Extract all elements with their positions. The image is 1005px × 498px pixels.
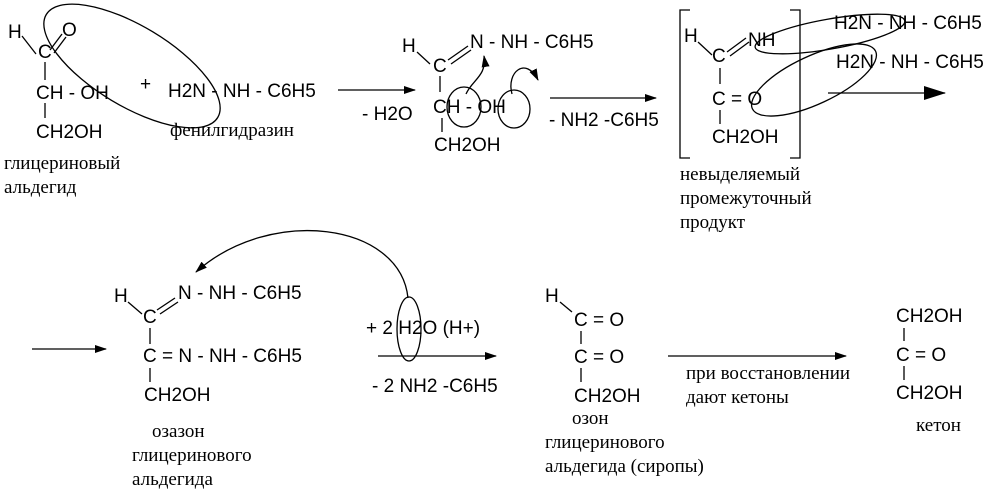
osone-name-line3: альдегида (сиропы) — [545, 456, 704, 477]
h-circle — [446, 86, 482, 128]
hydrazone-n-group: N - NH - C6H5 — [470, 32, 594, 53]
ketone-name: кетон — [916, 415, 961, 436]
glyceraldehyde-name-line1: глицериновый — [4, 153, 120, 174]
osone-co2: C = O — [574, 347, 624, 368]
plus-water-label: + 2 H2O (H+) — [366, 318, 480, 339]
intermediate-ch2oh: CH2OH — [712, 127, 779, 148]
minus-aniline-label: - NH2 -C6H5 — [549, 110, 659, 131]
osazone-name-line1: озазон — [152, 421, 205, 442]
electron-arrow-oh — [510, 67, 539, 95]
osazone-ch2oh: CH2OH — [144, 385, 211, 406]
electron-arrow-h — [465, 55, 490, 95]
reagent-formula-2: H2N - NH - C6H5 — [836, 52, 984, 73]
intermediate-name-line2: промежуточный — [680, 188, 812, 209]
svg-text:C: C — [712, 46, 726, 67]
osazone-name-line3: альдегида — [132, 469, 213, 490]
ketone-co: C = O — [896, 345, 946, 366]
plus-sign: + — [140, 74, 151, 95]
phenylhydrazine-formula: H2N - NH - C6H5 — [168, 81, 316, 102]
hydrazone-choh: CH - OH — [433, 97, 506, 118]
intermediate-name-line1: невыделяемый — [680, 164, 800, 185]
osazone-structure: H C N - NH - C6H5 C = N - NH - C6H5 CH2O… — [114, 283, 302, 406]
recycle-arrow — [195, 230, 409, 299]
reagent-formula-1: H2N - NH - C6H5 — [834, 13, 982, 34]
water-highlight-ellipse — [396, 296, 422, 362]
reduction-label-line1: при восстановлении — [686, 363, 850, 384]
osazone-n1-group: N - NH - C6H5 — [178, 283, 302, 304]
intermediate-h: H — [684, 26, 698, 47]
choh-group: CH - OH — [36, 83, 109, 104]
intermediate-co: C = O — [712, 89, 762, 110]
hydrazone-ch2oh: CH2OH — [434, 135, 501, 156]
osazone-h: H — [114, 286, 128, 307]
co-highlight-ellipse — [750, 43, 878, 117]
osone-structure: H C = O C = O CH2OH — [545, 286, 641, 407]
ketone-ch2oh-bottom: CH2OH — [896, 383, 963, 404]
ch2oh-group: CH2OH — [36, 122, 103, 143]
svg-text:C: C — [433, 56, 447, 77]
nh-highlight-ellipse — [754, 13, 906, 55]
minus-2-aniline-label: - 2 NH2 -C6H5 — [372, 376, 498, 397]
carbonyl-highlight-ellipse — [43, 3, 221, 129]
left-bracket — [679, 9, 690, 159]
svg-text:C: C — [143, 307, 157, 328]
osone-name-line1: озон — [572, 408, 609, 429]
hydrazone-h: H — [402, 36, 416, 57]
osazone-name-line2: глицеринового — [132, 445, 252, 466]
intermediate-structure: H C NH C = O CH2OH H2N - NH - C6H5 H2N -… — [679, 9, 984, 159]
aldehyde-oxygen: O — [62, 20, 77, 41]
phenylhydrazine-name: фенилгидразин — [170, 120, 294, 141]
right-bracket — [790, 9, 801, 159]
reduction-label-line2: дают кетоны — [686, 387, 789, 408]
glyceraldehyde-structure: H C O CH - OH CH2OH — [8, 3, 221, 143]
intermediate-nh: NH — [748, 30, 775, 51]
svg-text:C: C — [38, 42, 52, 63]
osone-name-line2: глицеринового — [545, 432, 665, 453]
glyceraldehyde-name-line2: альдегид — [4, 177, 77, 198]
aldehyde-h: H — [8, 22, 22, 43]
minus-water-label: - H2O — [362, 104, 413, 125]
osone-ch2oh: CH2OH — [574, 386, 641, 407]
ketone-ch2oh-top: CH2OH — [896, 306, 963, 327]
ketone-structure: CH2OH C = O CH2OH — [896, 306, 963, 404]
osone-h: H — [545, 286, 559, 307]
oh-circle — [497, 89, 531, 129]
intermediate-name-line3: продукт — [680, 212, 746, 233]
osone-co1: C = O — [574, 310, 624, 331]
osazone-n2-group: C = N - NH - C6H5 — [143, 346, 302, 367]
hydrazone-structure: H C N - NH - C6H5 CH - OH CH2OH — [402, 32, 594, 156]
